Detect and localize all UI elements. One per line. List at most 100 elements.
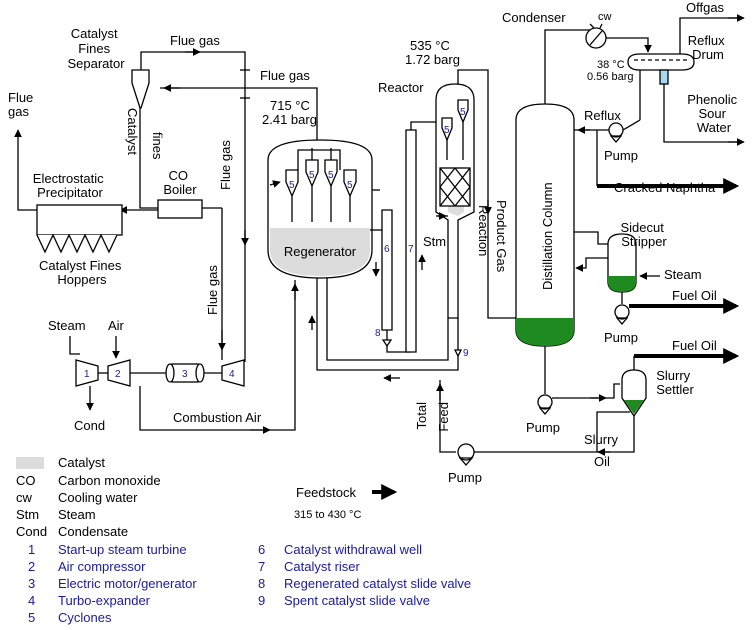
cond-label: Cond [74,418,105,433]
legend-item-2: Air compressor [58,559,146,574]
legend-item-9: Spent catalyst slide valve [284,593,430,608]
flue-gas-vert2-label: Flue gas [205,265,220,315]
air-label: Air [108,318,125,333]
legend-num-8: 8 [258,576,265,591]
turbo-expander [221,359,245,387]
legend-item-5: Cyclones [58,610,112,625]
legend-text-co: Carbon monoxide [58,473,161,488]
regenerator-label: Regenerator [284,244,357,259]
steam-left-label: Steam [48,318,86,333]
reflux-drum-label: Reflux Drum [688,33,728,62]
legend-item-3: Electric motor/generator [58,576,197,591]
legend-item-7: Catalyst riser [284,559,361,574]
legend-item-1: Start-up steam turbine [58,542,187,557]
offgas-label: Offgas [686,0,725,15]
legend: Catalyst CO Carbon monoxide cw Cooling w… [16,455,471,625]
num-5-regen-c: 5 [328,170,334,181]
pump-bottom-label: Pump [526,420,560,435]
legend-abbr-co: CO [16,473,36,488]
flue-gas-left-label: Flue gas [8,90,37,119]
num-3: 3 [182,369,188,380]
reaction-product-gas-line [457,69,520,319]
electric-motor-generator [165,363,205,383]
reactor-vessel [435,76,475,319]
reaction-product-gas-label: Reaction [476,205,491,256]
condenser-label: Condenser [502,10,566,25]
phenolic-sour-water-label: Phenolic Sour Water [687,92,741,135]
reactor-conditions: 535 °C 1.72 barg [405,38,460,67]
steam-line [69,336,80,355]
pump-sidecut-label: Pump [604,330,638,345]
product-gas-label: Product Gas [494,200,509,273]
electrostatic-precipitator-label: Electrostatic Precipitator [33,171,107,200]
reactor-label: Reactor [378,80,424,95]
legend-text-stm: Steam [58,507,96,522]
legend-num-9: 9 [258,593,265,608]
flue-gas-line-regen [160,87,318,145]
co-boiler [157,199,203,219]
legend-item-8: Regenerated catalyst slide valve [284,576,471,591]
sidecut-pump [614,304,630,320]
reflux-label: Reflux [584,108,621,123]
bottoms-pump [537,394,553,410]
sidecut-stripper-label: Sidecut Stripper [621,220,668,249]
slurry-oil-label: Slurry Oil [584,432,622,469]
num-7: 7 [408,244,414,255]
num-5-regen-a: 5 [289,180,295,191]
stm-label: Stm [423,234,446,249]
catalyst-fines-vert-label: Catalyst [125,108,140,155]
legend-num-2: 2 [28,559,35,574]
combustion-air-line [139,280,296,431]
cracked-naphtha-label: Cracked Naphtha [614,180,716,195]
spent-catalyst-line [316,278,459,371]
slurry-settler-label: Slurry Settler [656,368,694,397]
flue-gas-top-label: Flue gas [170,33,220,48]
catalyst-riser [405,129,417,353]
feed-label: Feed [436,402,451,432]
total-feed-line [439,380,456,453]
distillation-column-label: Distillation Column [540,182,555,290]
sidecut-stripper [607,233,637,293]
legend-item-4: Turbo-expander [58,593,151,608]
air-compressor [107,359,131,387]
hoppers-label: Catalyst Fines Hoppers [39,258,125,287]
fines-vert-label: fines [150,132,165,160]
num-5-reactor-a: 5 [444,125,450,136]
flue-gas-mid-label: Flue gas [260,68,310,83]
co-boiler-label: CO Boiler [163,168,197,197]
flue-gas-vert1-label: Flue gas [218,140,233,190]
fuel-oil-1-label: Fuel Oil [672,288,717,303]
regenerator-conditions: 715 °C 2.41 barg [262,98,317,127]
legend-num-1: 1 [28,542,35,557]
legend-catalyst-swatch [16,457,44,469]
catalyst-withdrawal-well [381,209,393,331]
legend-abbr-cond: Cond [16,524,47,539]
legend-num-5: 5 [28,610,35,625]
pump-reflux-label: Pump [604,148,638,163]
num-9: 9 [463,348,469,359]
regenerator-vessel [267,139,373,279]
overhead-line [544,29,600,104]
legend-num-4: 4 [28,593,35,608]
cw-label: cw [598,11,612,23]
feedstock-label: Feedstock [296,485,356,500]
condenser-conditions: 38 °C 0.56 barg [587,59,633,83]
legend-abbr-stm: Stm [16,507,39,522]
num-5-reactor-b: 5 [460,107,466,118]
num-4: 4 [229,369,235,380]
legend-item-6: Catalyst withdrawal well [284,542,422,557]
num-5-regen-d: 5 [347,180,353,191]
num-6: 6 [384,244,390,255]
feedstock-temp-label: 315 to 430 °C [294,509,361,521]
electrostatic-precipitator [36,204,123,254]
distillation-column [515,103,575,347]
legend-num-7: 7 [258,559,265,574]
num-5-regen-b: 5 [309,170,315,181]
steam-right-label: Steam [664,267,702,282]
catalyst-fines-separator [131,69,150,122]
reflux-pump [608,122,624,138]
num-2: 2 [115,369,121,380]
legend-text-cw: Cooling water [58,490,138,505]
legend-text-cond: Condensate [58,524,128,539]
